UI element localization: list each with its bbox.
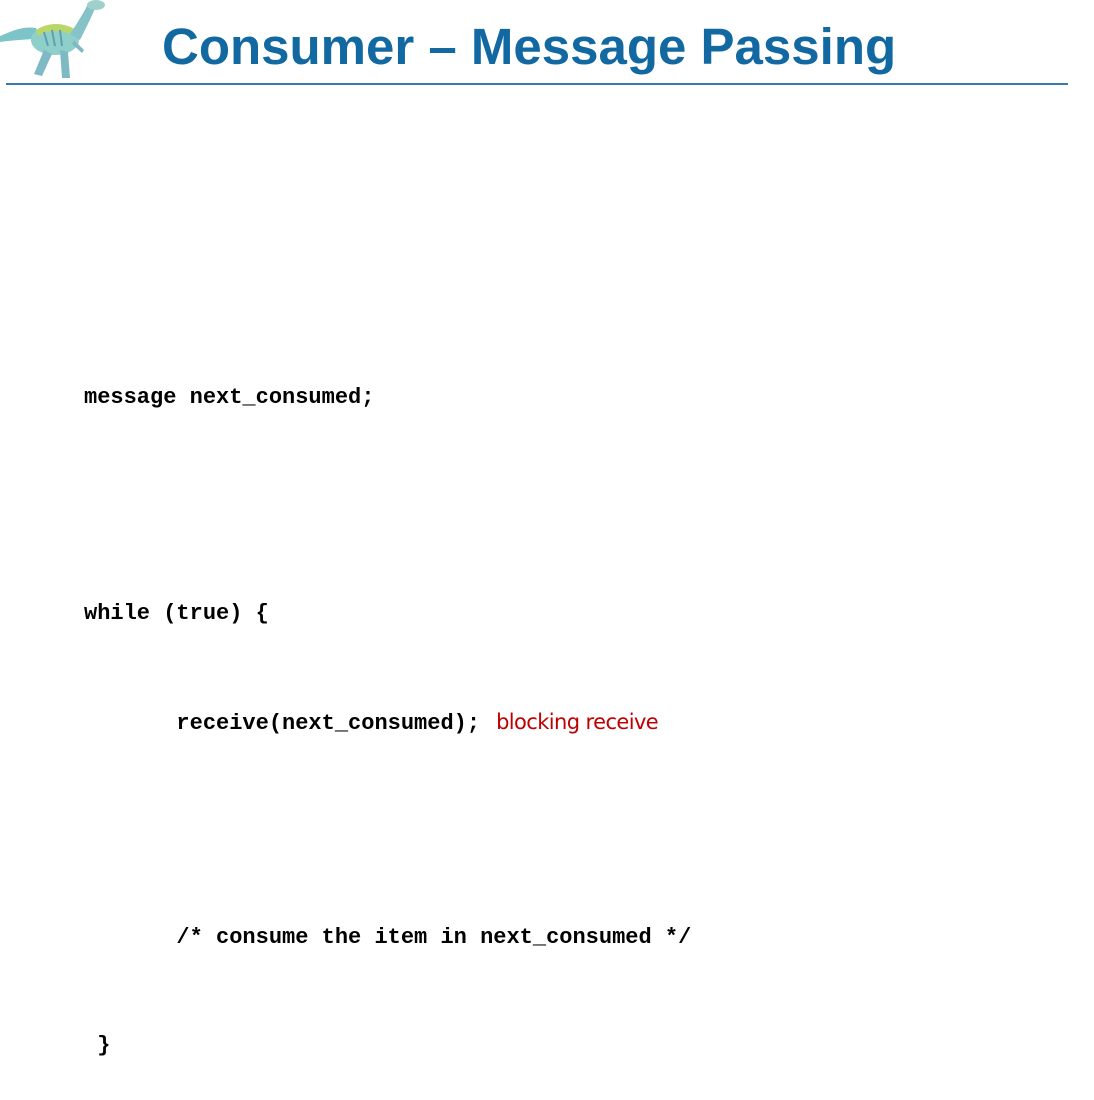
code-line <box>84 812 691 848</box>
code-line: /* consume the item in next_consumed */ <box>84 925 692 950</box>
code-line-receive: receive(next_consumed); blocking receive <box>84 704 691 740</box>
blocking-receive-annotation: blocking receive <box>496 710 659 734</box>
code-line: while (true) { <box>84 601 269 626</box>
dinosaur-icon <box>0 0 125 82</box>
code-line: } <box>84 1033 111 1058</box>
code-line-text: receive(next_consumed); <box>84 711 481 736</box>
code-line <box>84 488 691 524</box>
code-line: message next_consumed; <box>84 385 375 410</box>
page-title: Consumer – Message Passing <box>162 18 897 75</box>
title-divider <box>6 83 1068 85</box>
code-block: message next_consumed; while (true) { re… <box>84 308 691 1100</box>
